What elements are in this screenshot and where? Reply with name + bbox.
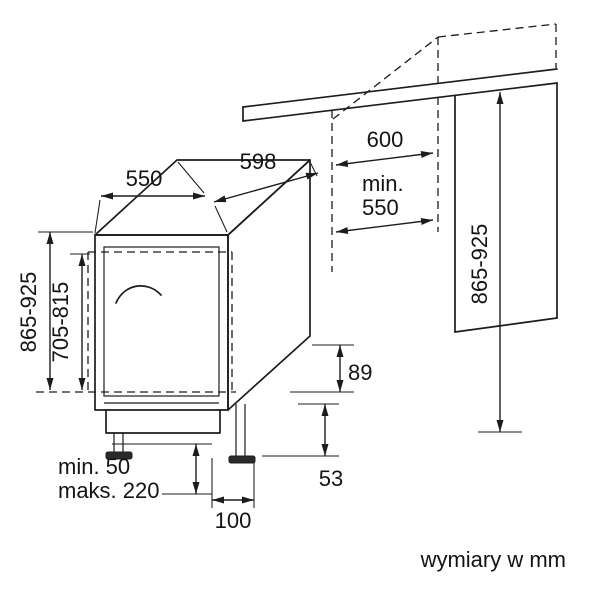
dim-appliance-height: 865-925 [16,231,93,390]
appliance-base [105,404,256,464]
rear-foot-stem [235,404,246,456]
dim-door-panel-height: 705-815 [48,253,90,390]
dim-top-depth: 550 [94,161,205,234]
dim-rear-clearance-label: 53 [319,466,343,491]
dim-worktop-depth: 600 [335,127,434,168]
dim-door-panel-height-label: 705-815 [48,282,73,363]
niche-outline-dashed [331,23,557,272]
dim-niche-depth-label-line2: 550 [362,195,399,220]
dim-base-rear-height-label: 89 [348,360,372,385]
front-foot-stem [113,433,124,452]
dim-plinth-height: min. 50 maks. 220 [58,443,212,503]
plinth-max-label: maks. 220 [58,478,160,503]
door-handle-curve [115,285,162,304]
worktop [242,68,558,122]
units-note: wymiary w mm [420,547,566,572]
adjustable-foot-rear [228,455,256,464]
dim-rear-clearance: 53 [262,403,343,491]
appliance-door [103,246,220,397]
dim-worktop-depth-label: 600 [367,127,404,152]
appliance-front-face [94,234,229,411]
dim-appliance-height-label: 865-925 [16,272,41,353]
dim-top-width-label: 598 [240,149,277,174]
dim-foot-depth-label: 100 [215,508,252,533]
dim-foot-depth: 100 [211,458,255,533]
appliance-outline [36,159,311,464]
plinth-min-label: min. 50 [58,454,130,479]
dim-base-rear-height: 89 [290,344,372,393]
dim-top-width: 598 [213,149,319,233]
dim-niche-depth-label-line1: min. [362,171,404,196]
dim-niche-height-label: 865-925 [467,224,492,305]
appliance-side-face [227,159,311,411]
adjustable-foot-front [105,451,133,460]
cabinet-side-panel [454,82,558,333]
dim-niche-height: 865-925 [467,92,522,433]
dim-niche-depth: min. 550 [335,171,434,235]
furniture-panel-outline [36,251,236,393]
dim-top-depth-label: 550 [126,166,163,191]
